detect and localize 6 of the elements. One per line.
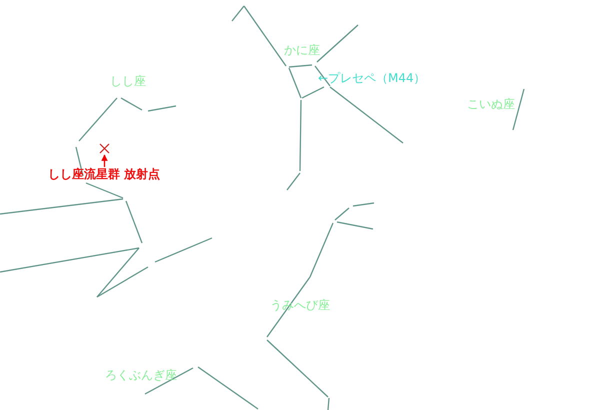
arrow <box>101 154 108 167</box>
constellation-name: こいぬ座 <box>467 97 515 111</box>
radiant-label: しし座流星群 放射点 <box>48 167 160 181</box>
constellation-name: しし座 <box>110 74 146 88</box>
constellation-name: かに座 <box>284 43 320 57</box>
constellation-name: ろくぶんぎ座 <box>105 368 177 382</box>
